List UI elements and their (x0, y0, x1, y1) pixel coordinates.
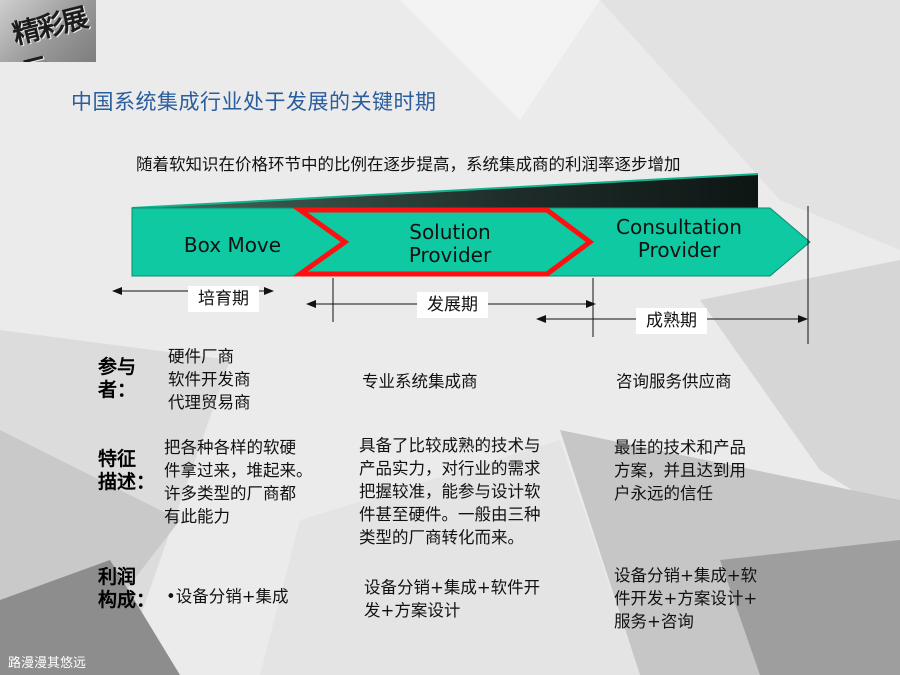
phase-label-consultation-provider: Consultation Provider (598, 216, 760, 262)
participants-cell-3: 咨询服务供应商 (616, 370, 732, 393)
row-head-participants: 参与 者： (98, 356, 136, 402)
cell-line: 件甚至硬件。一般由三种 (359, 505, 541, 524)
cell-line: 专业系统集成商 (362, 372, 478, 391)
phase-label-line: Box Move (183, 233, 282, 257)
cell-line: 咨询服务供应商 (616, 372, 732, 391)
phase-arrow (131, 207, 811, 277)
row-head-line: 构成： (98, 589, 156, 611)
features-cell-1: 把各种各样的软硬 件拿过来，堆起来。 许多类型的厂商都 有此能力 (164, 436, 313, 528)
period-label-mature: 成熟期 (636, 308, 707, 334)
row-head-line: 参与 (98, 356, 137, 378)
participants-cell-1: 硬件厂商 软件开发商 代理贸易商 (168, 345, 251, 414)
cell-line: 有此能力 (164, 507, 230, 526)
cell-line: 具备了比较成熟的技术与 (359, 436, 541, 455)
features-cell-2: 具备了比较成熟的技术与 产品实力，对行业的需求 把握较准，能参与设计软 件甚至硬… (359, 434, 541, 549)
profit-cell-1: •设备分销+集成 (166, 585, 289, 608)
row-head-profit: 利润 构成： (98, 566, 155, 612)
cell-line: 设备分销+集成+软 (614, 566, 758, 585)
solution-chevron-outline (292, 207, 595, 277)
row-head-features: 特征 描述： (98, 448, 155, 494)
cell-line: 代理贸易商 (168, 393, 251, 412)
cell-line: 最佳的技术和产品 (614, 438, 746, 457)
cell-line: 设备分销+集成+软件开 (364, 578, 541, 597)
phase-label-box-move: Box Move (150, 234, 315, 257)
cell-line: 类型的厂商转化而来。 (359, 528, 524, 547)
cell-line: 方案，并且达到用 (614, 461, 746, 480)
cell-line: 把握较准，能参与设计软 (359, 482, 541, 501)
profit-cell-2: 设备分销+集成+软件开 发+方案设计 (364, 576, 540, 622)
phase-label-line: Solution (409, 220, 491, 244)
phase-label-line: Provider (637, 238, 721, 262)
profit-cell-3: 设备分销+集成+软 件开发+方案设计+ 服务+咨询 (614, 564, 757, 633)
features-cell-3: 最佳的技术和产品 方案，并且达到用 户永远的信任 (614, 436, 746, 505)
row-head-line: 者： (98, 379, 137, 401)
cell-line: 件拿过来，堆起来。 (164, 461, 313, 480)
cell-line: •设备分销+集成 (166, 587, 289, 606)
phase-label-solution-provider: Solution Provider (370, 221, 530, 267)
period-label-nurture: 培育期 (188, 286, 259, 312)
cell-line: 件开发+方案设计+ (614, 589, 758, 608)
cell-line: 发+方案设计 (364, 601, 461, 620)
logo: 精彩展示 (0, 0, 96, 62)
phase-label-line: Provider (408, 243, 492, 267)
page-title: 中国系统集成行业处于发展的关键时期 (71, 90, 437, 114)
period-label-development: 发展期 (417, 292, 488, 318)
cell-line: 户永远的信任 (614, 484, 713, 503)
row-head-line: 描述： (98, 471, 156, 493)
cell-line: 服务+咨询 (614, 612, 694, 631)
phase-label-line: Consultation (616, 215, 742, 239)
footer-text: 路漫漫其悠远 (8, 656, 87, 671)
row-head-line: 特征 (98, 448, 137, 470)
trend-note: 随着软知识在价格环节中的比例在逐步提高，系统集成商的利润率逐步增加 (136, 155, 681, 174)
cell-line: 把各种各样的软硬 (164, 438, 296, 457)
cell-line: 产品实力，对行业的需求 (359, 459, 541, 478)
cell-line: 软件开发商 (168, 370, 251, 389)
cell-line: 硬件厂商 (168, 347, 234, 366)
cell-line: 许多类型的厂商都 (164, 484, 296, 503)
participants-cell-2: 专业系统集成商 (362, 370, 478, 393)
row-head-line: 利润 (98, 566, 137, 588)
